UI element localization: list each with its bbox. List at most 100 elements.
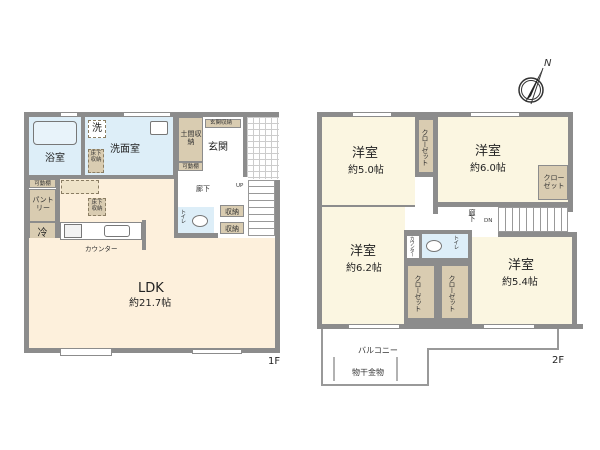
wall — [174, 233, 218, 238]
room-size-1: 約5.0帖 — [348, 165, 384, 176]
pantry: パントリー — [29, 189, 56, 222]
storage-crossed — [61, 180, 99, 194]
window — [123, 112, 171, 117]
room-label-hallway: 廊下 — [196, 185, 210, 193]
counter-2f-label: カウンター — [408, 236, 415, 256]
wall — [275, 180, 280, 353]
bathtub-icon — [33, 121, 77, 145]
fridge-label: 冷 — [37, 228, 48, 239]
entrance: 玄関収納 玄関 — [203, 117, 243, 177]
wall — [81, 117, 85, 179]
room-label-2: 洋室 — [475, 144, 502, 159]
doma-storage-label: 土間収納 — [180, 130, 202, 147]
wall — [568, 112, 573, 212]
wall — [438, 202, 573, 207]
window — [352, 112, 392, 117]
counter-2f: カウンター — [407, 236, 419, 258]
entrance-storage — [205, 119, 241, 128]
kitchen-sink-icon — [104, 225, 130, 237]
wall — [317, 112, 322, 329]
wall — [173, 112, 178, 234]
window — [470, 112, 520, 117]
ldk — [29, 238, 275, 348]
balcony-outline — [321, 329, 559, 386]
toilet-icon — [426, 240, 442, 252]
wall — [572, 232, 577, 329]
washer-label: 洗 — [92, 123, 102, 134]
bathroom: 浴室 — [29, 117, 81, 175]
adjustable-shelf-doma: 可動棚 — [178, 162, 203, 171]
floor-label-1f: 1F — [268, 356, 281, 367]
window — [348, 324, 400, 329]
storage-1-label: 収納 — [225, 208, 239, 216]
storage-1: 収納 — [220, 205, 244, 217]
hallway-2f-label: 廊下 — [468, 209, 477, 221]
closet-3-label: クローゼット — [414, 275, 423, 311]
compass-north-label: N — [544, 58, 552, 69]
storage-2: 収納 — [220, 222, 244, 234]
wall — [317, 112, 573, 117]
room-label-1: 洋室 — [352, 146, 379, 161]
room-size-3: 約6.2帖 — [346, 263, 382, 274]
floor-plan-1f: 浴室 洗 床下収納 洗面室 可動棚 土間収納 可動棚 玄関収納 玄関 廊下 UP… — [24, 112, 281, 367]
washer-space — [88, 120, 106, 138]
room-size-2: 約6.0帖 — [470, 163, 506, 174]
underfloor-storage-wash — [88, 149, 104, 173]
stairs-down-label: DN — [484, 218, 493, 224]
toilet-1f: トイレ — [178, 207, 214, 234]
entrance-storage-label: 玄関収納 — [209, 120, 232, 126]
toilet-2f-label: トイレ — [452, 235, 459, 249]
floor-plan-2f: 洋室 約5.0帖 クローゼット 洋室 約6.0帖 クローゼット 廊下 DN 洋室… — [300, 0, 600, 450]
closet-1-label: クローゼット — [421, 129, 430, 165]
sink-icon — [150, 121, 168, 135]
room-label-4: 洋室 — [508, 258, 535, 273]
storage-2-label: 収納 — [225, 225, 239, 233]
western-room-1: 洋室 約5.0帖 — [322, 117, 415, 205]
counter-label: カウンター — [85, 245, 118, 253]
western-room-3: 洋室 約6.2帖 — [322, 207, 405, 324]
closet-1: クローゼット — [418, 119, 435, 173]
washroom: 洗 床下収納 洗面室 — [85, 117, 173, 175]
room-label-washroom: 洗面室 — [110, 144, 140, 155]
drying-rack-label: 物干金物 — [352, 368, 384, 377]
room-label-ldk: LDK — [138, 281, 164, 296]
toilet-label: トイレ — [179, 209, 186, 223]
adjustable-shelf-pantry-label: 可動棚 — [34, 181, 51, 187]
room-size-4: 約5.4帖 — [502, 277, 538, 288]
adjustable-shelf-doma-label: 可動棚 — [182, 164, 199, 170]
staircase-2f — [498, 207, 568, 232]
wall — [24, 348, 280, 353]
wall — [56, 179, 60, 269]
room-label-entrance: 玄関 — [208, 142, 228, 153]
hallway-1f: 廊下 UP — [178, 177, 248, 207]
window — [192, 349, 242, 354]
adjustable-shelf-pantry: 可動棚 — [29, 179, 56, 188]
porch-tiles — [247, 117, 279, 179]
window — [60, 112, 78, 117]
wall — [24, 112, 29, 352]
staircase-1f — [248, 180, 275, 236]
pantry-label: パントリー — [32, 196, 54, 213]
closet-3: クローゼット — [407, 265, 435, 319]
toilet-icon — [192, 215, 208, 227]
wall — [433, 117, 438, 214]
window — [60, 348, 112, 356]
underfloor-storage-label: 床下収納 — [90, 151, 102, 164]
closet-2-label: クローゼット — [543, 174, 565, 191]
wall — [29, 175, 174, 179]
floor-label-2f: 2F — [552, 355, 565, 366]
room-size-ldk: 約21.7帖 — [129, 298, 172, 309]
window — [483, 324, 535, 329]
underfloor-storage-ldk — [88, 198, 106, 216]
wall — [322, 205, 415, 207]
stove-icon — [64, 224, 82, 238]
doma-storage: 土間収納 — [178, 117, 203, 162]
wall — [243, 112, 247, 182]
balcony-label: バルコニー — [358, 346, 398, 355]
closet-2: クローゼット — [538, 165, 568, 200]
wall — [142, 220, 146, 250]
closet-4-label: クローゼット — [448, 275, 457, 311]
western-room-4: 洋室 約5.4帖 — [472, 237, 572, 324]
closet-4: クローゼット — [441, 265, 469, 319]
stairs-up-label: UP — [236, 183, 244, 189]
